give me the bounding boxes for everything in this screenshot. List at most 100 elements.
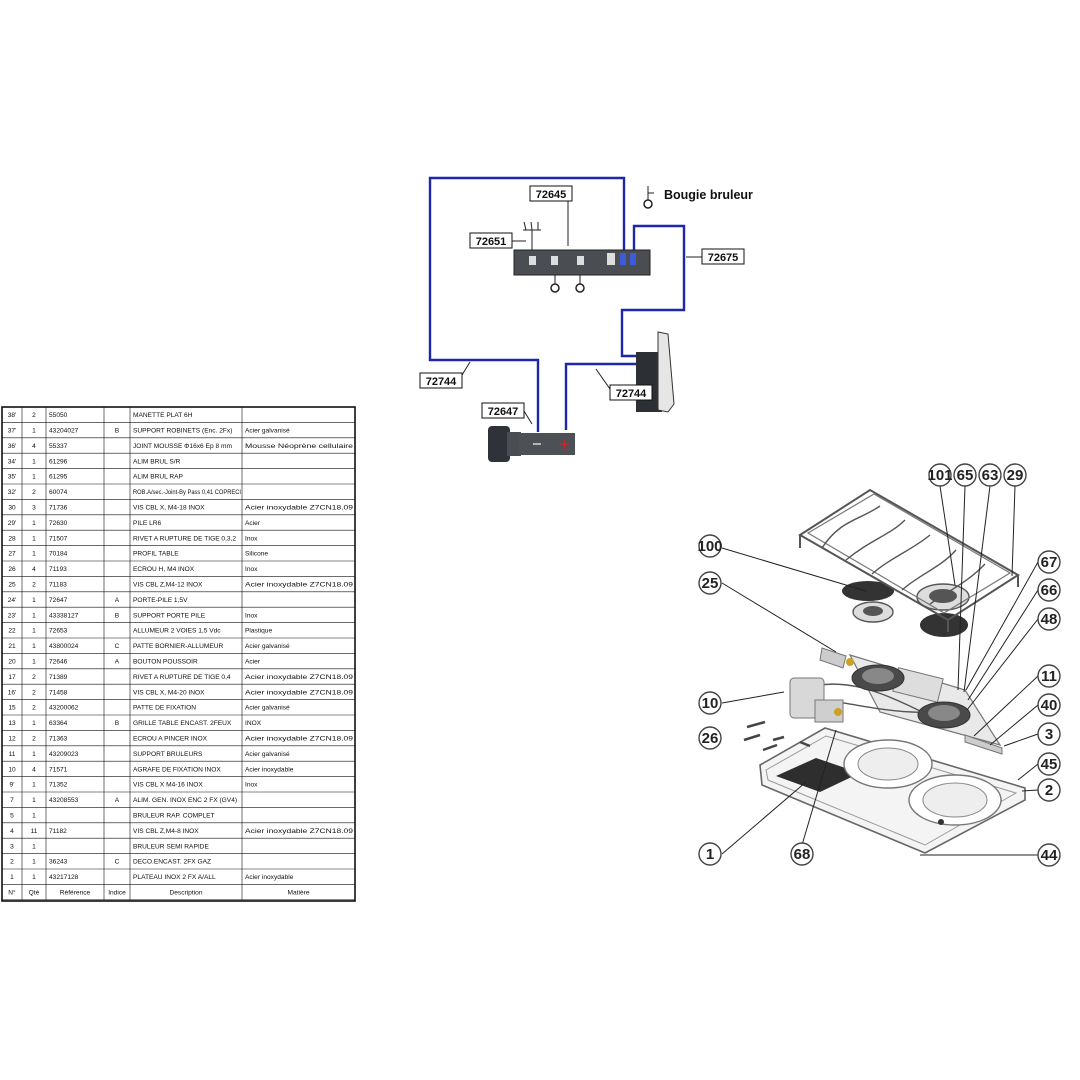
table-cell: 1 xyxy=(32,428,36,435)
svg-text:72744: 72744 xyxy=(426,376,457,388)
svg-text:26: 26 xyxy=(702,730,719,747)
callout-66: 66 xyxy=(1037,578,1061,602)
table-cell: 71458 xyxy=(49,689,68,696)
table-cell: SUPPORT ROBINETS (Enc. 2Fx) xyxy=(133,428,232,435)
svg-text:29: 29 xyxy=(1007,467,1024,484)
callout-48: 48 xyxy=(1037,607,1061,631)
table-cell: AGRAFE DE FIXATION INOX xyxy=(133,766,221,773)
callout-leaders xyxy=(721,485,1039,856)
table-cell: Acier inoxydable xyxy=(245,874,294,881)
table-cell: 1 xyxy=(32,535,36,542)
table-cell: 28 xyxy=(8,535,16,542)
battery-holder xyxy=(488,426,575,462)
table-cell: 3 xyxy=(10,843,14,850)
table-cell: PATTE DE FIXATION xyxy=(133,705,196,712)
svg-text:65: 65 xyxy=(957,467,974,484)
table-cell: Acier inoxydable Z7CN18.09 xyxy=(245,582,353,589)
table-cell: 1 xyxy=(32,551,36,558)
ref-label-72744-left: 72744 xyxy=(419,361,471,389)
table-cell: Silicone xyxy=(245,551,268,558)
table-cell: VIS CBL X, M4-18 INOX xyxy=(133,505,205,512)
spark-plug-label: Bougie bruleur xyxy=(664,188,753,202)
svg-text:3: 3 xyxy=(1045,726,1053,743)
table-cell: B xyxy=(115,720,120,727)
callout-3: 3 xyxy=(1037,722,1061,746)
table-cell: 61296 xyxy=(49,458,68,465)
table-cell: Acier galvanisé xyxy=(245,643,290,650)
table-cell: 34' xyxy=(8,458,17,465)
table-cell: BRULEUR RAP. COMPLET xyxy=(133,813,215,820)
table-cell: B xyxy=(115,612,120,619)
svg-text:72647: 72647 xyxy=(488,406,519,418)
table-cell: 4 xyxy=(32,443,36,450)
table-cell: C xyxy=(115,859,120,866)
table-cell: Acier galvanisé xyxy=(245,428,290,435)
svg-text:2: 2 xyxy=(1045,782,1053,799)
table-cell: Inox xyxy=(245,535,258,542)
table-cell: 22 xyxy=(8,628,16,635)
table-cell: 23' xyxy=(8,612,17,619)
table-cell: 1 xyxy=(32,843,36,850)
callout-10: 10 xyxy=(698,691,722,715)
table-cell: ECROU H, M4 INOX xyxy=(133,566,195,573)
table-cell: B xyxy=(115,428,120,435)
table-cell: DECO.ENCAST. 2FX GAZ xyxy=(133,859,211,866)
svg-text:44: 44 xyxy=(1041,847,1058,864)
table-cell: 26 xyxy=(8,566,16,573)
table-cell: 71507 xyxy=(49,535,68,542)
svg-text:25: 25 xyxy=(702,575,719,592)
callout-44: 44 xyxy=(1037,843,1061,867)
table-cell: Acier xyxy=(245,520,261,527)
hob-plate xyxy=(759,727,1026,854)
table-cell: 13 xyxy=(8,720,16,727)
wire-right-loop xyxy=(620,224,686,358)
table-cell: 1 xyxy=(32,628,36,635)
burner-caps xyxy=(842,581,970,637)
table-cell: A xyxy=(115,659,120,666)
callout-67: 67 xyxy=(1037,550,1061,574)
table-cell: 72647 xyxy=(49,597,68,604)
svg-text:72645: 72645 xyxy=(536,189,567,201)
table-cell: 61295 xyxy=(49,474,68,481)
table-cell: 2 xyxy=(32,582,36,589)
table-cell: 11 xyxy=(31,828,38,835)
svg-text:45: 45 xyxy=(1041,756,1058,773)
table-cell: 71352 xyxy=(49,782,68,789)
table-header-cell: Description xyxy=(170,890,203,897)
screws xyxy=(743,720,811,752)
table-cell: 1 xyxy=(32,597,36,604)
callout-25: 25 xyxy=(698,571,722,595)
table-cell: 1 xyxy=(32,612,36,619)
igniter-module xyxy=(513,221,651,293)
table-cell: 1 xyxy=(32,813,36,820)
table-cell: Acier inoxydable Z7CN18.09 xyxy=(245,505,353,512)
table-cell: A xyxy=(115,797,120,804)
table-cell: Acier galvanisé xyxy=(245,751,290,758)
table-cell: 1 xyxy=(32,720,36,727)
wiring-schematic: Bougie bruleur 72645 72651 72675 72744 7… xyxy=(419,176,753,462)
table-cell: 1 xyxy=(32,659,36,666)
table-cell: 15 xyxy=(8,705,16,712)
table-cell: 37' xyxy=(8,428,17,435)
table-cell: Acier inoxydable Z7CN18.09 xyxy=(245,828,353,835)
svg-text:100: 100 xyxy=(697,538,722,555)
table-cell: BOUTON POUSSOIR xyxy=(133,659,198,666)
table-cell: 36' xyxy=(8,443,17,450)
table-cell: 10 xyxy=(8,766,16,773)
table-cell: 17 xyxy=(8,674,16,681)
svg-text:48: 48 xyxy=(1041,611,1058,628)
table-cell: Plastique xyxy=(245,628,272,635)
